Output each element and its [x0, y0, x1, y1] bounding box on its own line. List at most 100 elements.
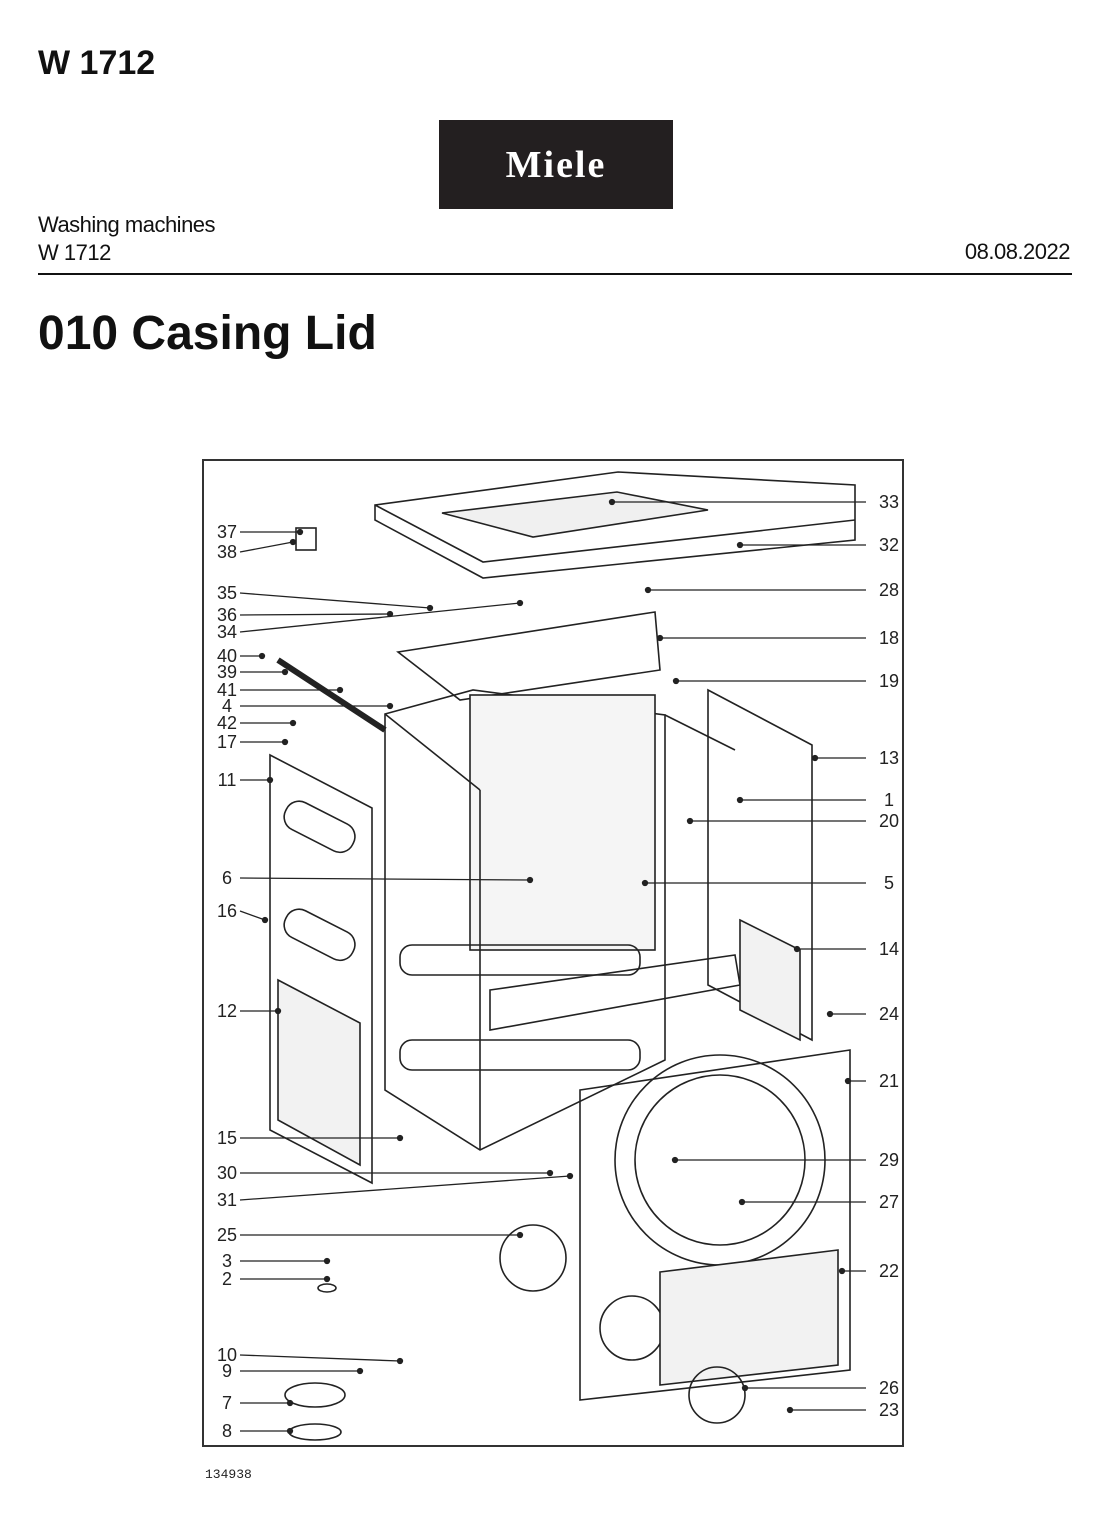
- diagram-frame: [202, 459, 904, 1447]
- leader-dot-37: [296, 528, 304, 536]
- callout-2: 2: [222, 1269, 232, 1289]
- callout-40: 40: [217, 646, 237, 666]
- callout-6: 6: [222, 868, 232, 888]
- callout-7: 7: [222, 1393, 232, 1413]
- leader-line-38: [239, 541, 294, 553]
- leader-dot-42: [289, 719, 297, 727]
- leader-dot-13: [811, 754, 819, 762]
- leader-dot-34: [516, 599, 524, 607]
- callout-30: 30: [217, 1163, 237, 1183]
- leader-dot-23: [786, 1406, 794, 1414]
- callout-1: 1: [884, 790, 894, 810]
- callout-3: 3: [222, 1251, 232, 1271]
- leader-line-34: [239, 602, 521, 633]
- leader-dot-28: [644, 586, 652, 594]
- base-part: [284, 1382, 346, 1408]
- leader-line-36: [239, 613, 391, 616]
- leader-dot-33: [608, 498, 616, 506]
- callout-34: 34: [217, 622, 237, 642]
- callout-4: 4: [222, 696, 232, 716]
- callout-12: 12: [217, 1001, 237, 1021]
- leader-dot-31: [566, 1172, 574, 1180]
- callout-31: 31: [217, 1190, 237, 1210]
- callout-42: 42: [217, 713, 237, 733]
- model-title: W 1712: [38, 44, 156, 82]
- leader-line-16: [239, 910, 266, 921]
- leader-dot-19: [672, 677, 680, 685]
- header-divider: [38, 273, 1072, 275]
- leader-dot-8: [286, 1427, 294, 1435]
- leader-dot-1: [736, 796, 744, 804]
- leader-dot-39: [281, 668, 289, 676]
- callout-29: 29: [879, 1150, 899, 1170]
- callout-28: 28: [879, 580, 899, 600]
- callout-41: 41: [217, 680, 237, 700]
- callout-10: 10: [217, 1345, 237, 1365]
- leader-dot-25: [516, 1231, 524, 1239]
- callout-25: 25: [217, 1225, 237, 1245]
- callout-9: 9: [222, 1361, 232, 1381]
- leader-dot-16: [261, 916, 269, 924]
- callout-39: 39: [217, 662, 237, 682]
- right-side-panel: [707, 688, 813, 1042]
- callout-38: 38: [217, 542, 237, 562]
- category-block: Washing machines W 1712: [38, 211, 216, 267]
- callout-33: 33: [879, 492, 899, 512]
- callout-37: 37: [217, 522, 237, 542]
- callout-15: 15: [217, 1128, 237, 1148]
- housing-frame: [384, 689, 666, 1151]
- leader-dot-15: [396, 1134, 404, 1142]
- callout-18: 18: [879, 628, 899, 648]
- leader-dot-22: [838, 1267, 846, 1275]
- leader-dot-4: [386, 702, 394, 710]
- section-title: 010 Casing Lid: [38, 307, 377, 360]
- callout-8: 8: [222, 1421, 232, 1441]
- callout-26: 26: [879, 1378, 899, 1398]
- miele-logo: Miele: [439, 120, 673, 209]
- callout-21: 21: [879, 1071, 899, 1091]
- callout-35: 35: [217, 583, 237, 603]
- leader-dot-9: [356, 1367, 364, 1375]
- leader-dot-32: [736, 541, 744, 549]
- leader-dot-29: [671, 1156, 679, 1164]
- callout-11: 11: [218, 770, 237, 790]
- leader-dot-24: [826, 1010, 834, 1018]
- casing-lid: [374, 471, 856, 579]
- callout-labels: 3738353634403941442171161612153031253210…: [217, 492, 899, 1441]
- callout-27: 27: [879, 1192, 899, 1212]
- leader-dot-41: [336, 686, 344, 694]
- lid-insulation: [441, 491, 709, 538]
- leader-dot-38: [289, 538, 297, 546]
- leader-dot-11: [266, 776, 274, 784]
- cross-beam: [489, 954, 741, 1031]
- front-insulation: [659, 1249, 839, 1386]
- leader-dot-7: [286, 1399, 294, 1407]
- leader-dot-6: [526, 876, 534, 884]
- leader-lines: [239, 498, 866, 1435]
- model-line: W 1712: [38, 240, 111, 265]
- leader-dot-27: [738, 1198, 746, 1206]
- callout-23: 23: [879, 1400, 899, 1420]
- leader-dot-30: [546, 1169, 554, 1177]
- leader-line-10: [239, 1354, 401, 1362]
- callout-19: 19: [879, 671, 899, 691]
- callout-36: 36: [217, 605, 237, 625]
- callout-20: 20: [879, 811, 899, 831]
- callout-32: 32: [879, 535, 899, 555]
- leader-dot-40: [258, 652, 266, 660]
- leader-dot-10: [396, 1357, 404, 1365]
- callout-17: 17: [217, 732, 237, 752]
- leader-dot-14: [793, 945, 801, 953]
- callout-13: 13: [879, 748, 899, 768]
- callout-14: 14: [879, 939, 899, 959]
- left-side-panel: [269, 753, 373, 1185]
- leader-dot-17: [281, 738, 289, 746]
- drawing-number: 134938: [205, 1467, 252, 1482]
- callout-24: 24: [879, 1004, 899, 1024]
- leader-line-6: [239, 877, 531, 881]
- machine-drawing: [269, 471, 856, 1441]
- document-date: 08.08.2022: [964, 239, 1071, 264]
- leader-line-31: [239, 1175, 571, 1201]
- filter-cap-part: [688, 1366, 746, 1424]
